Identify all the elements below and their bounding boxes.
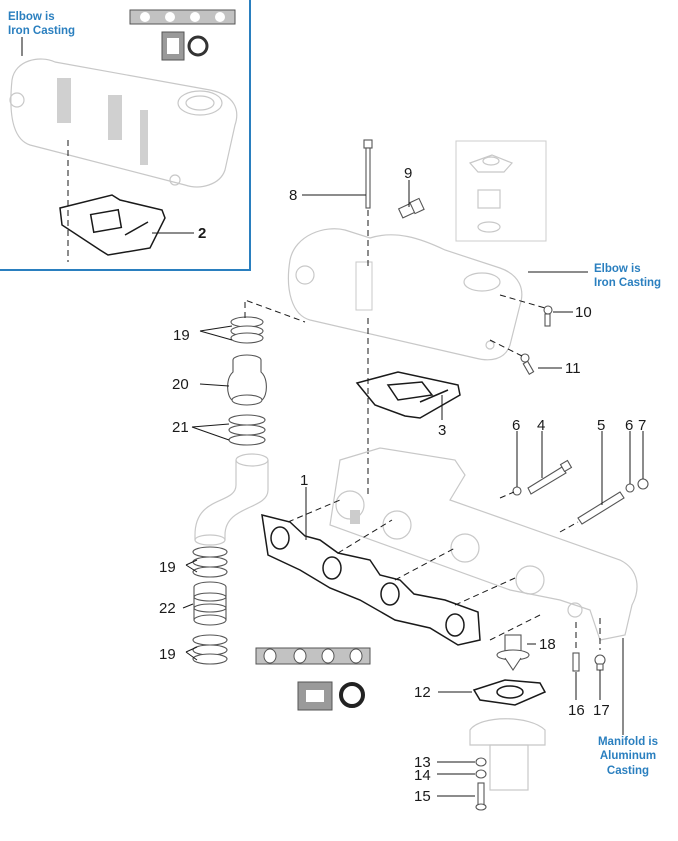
callout-6b: 6 — [625, 417, 634, 434]
callout-18: 18 — [539, 636, 556, 653]
clamp-19c — [192, 634, 228, 665]
washer-13 — [475, 757, 487, 767]
callout-7: 7 — [638, 417, 647, 434]
callout-21: 21 — [172, 419, 189, 436]
callout-1: 1 — [300, 472, 309, 489]
bolt-15 — [475, 782, 487, 811]
inset-elbow — [9, 37, 238, 188]
gasket-kit — [255, 647, 371, 711]
leader-20 — [199, 383, 230, 387]
leader-19b — [185, 559, 198, 573]
nut-7 — [637, 478, 649, 490]
hose-elbow — [194, 453, 269, 546]
manifold-note-line-1: Manifold is — [597, 736, 659, 748]
manifold-casting — [329, 447, 638, 641]
leader-19c — [185, 646, 198, 661]
callout-14: 14 — [414, 767, 431, 784]
callout-3: 3 — [438, 422, 447, 439]
leader-22 — [182, 603, 194, 609]
elbow-note-line-2: Iron Casting — [594, 277, 662, 290]
manifold-note-line-2: Aluminum Casting — [599, 750, 657, 777]
inset-note-line-1: Elbow is — [8, 11, 55, 23]
callout-19a: 19 — [173, 327, 190, 344]
leader-19a — [199, 325, 233, 341]
callout-6a: 6 — [512, 417, 521, 434]
callout-2: 2 — [198, 225, 207, 242]
inset-panel — [0, 0, 251, 271]
bolt-8 — [363, 139, 373, 209]
manifold-note: Manifold is Aluminum Casting — [578, 735, 678, 778]
bolt-5 — [577, 491, 625, 525]
leader-21 — [191, 423, 230, 441]
callout-20: 20 — [172, 376, 189, 393]
dash-g1d — [454, 577, 516, 606]
callout-11: 11 — [565, 360, 581, 377]
washer-6b — [625, 483, 635, 493]
hose-22 — [193, 581, 227, 626]
dash-19a — [244, 299, 306, 323]
washer-14 — [475, 769, 487, 779]
callout-17: 17 — [593, 702, 610, 719]
inset-note-line-2: Iron Casting — [8, 25, 76, 38]
callout-8: 8 — [289, 187, 298, 204]
clamp-19a — [230, 316, 264, 344]
gasket-3 — [355, 371, 461, 419]
dash-11 — [489, 339, 523, 357]
inset-elbow-note: Elbow is Iron Casting — [8, 10, 75, 39]
sensor-16 — [572, 652, 580, 672]
callout-19c: 19 — [159, 646, 176, 663]
fitting-11 — [520, 353, 535, 375]
clamp-19b — [192, 546, 228, 578]
fitting-9 — [397, 197, 425, 219]
dash-6 — [499, 491, 515, 499]
callout-15: 15 — [414, 788, 431, 805]
gasket-1 — [261, 513, 481, 646]
callout-19b: 19 — [159, 559, 176, 576]
callout-16: 16 — [568, 702, 585, 719]
callout-10: 10 — [575, 304, 592, 321]
callout-9: 9 — [404, 165, 413, 182]
inset-gasket-2 — [59, 194, 166, 256]
dash-10 — [499, 294, 546, 309]
thermostat-housing — [469, 718, 546, 791]
sensor-17 — [594, 654, 606, 671]
thermostat-kit-box — [455, 140, 547, 242]
fitting-10 — [543, 305, 553, 327]
clamp-21 — [228, 414, 266, 446]
washer-6a — [512, 486, 522, 496]
inset-gasket-kit — [129, 9, 236, 61]
callout-4: 4 — [537, 417, 546, 434]
elbow-casting — [287, 228, 523, 361]
hose-20 — [227, 354, 267, 406]
callout-12: 12 — [414, 684, 431, 701]
thermostat-18 — [496, 634, 530, 671]
callout-5: 5 — [597, 417, 606, 434]
bolt-4 — [527, 459, 573, 495]
callout-13: 13 — [414, 754, 431, 771]
gasket-12 — [472, 679, 547, 706]
dash-g1c — [394, 547, 456, 581]
elbow-note-line-1: Elbow is — [594, 263, 641, 275]
dash-5 — [559, 521, 579, 533]
elbow-note: Elbow is Iron Casting — [594, 262, 661, 291]
callout-22: 22 — [159, 600, 176, 617]
dash-g1b — [337, 519, 393, 554]
